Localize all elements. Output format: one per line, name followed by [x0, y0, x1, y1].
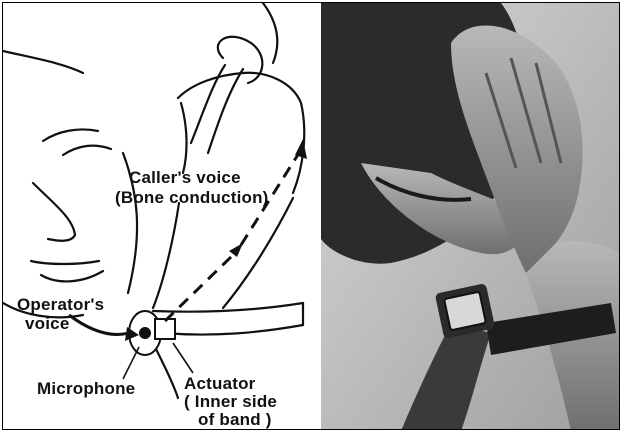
- brow: [43, 129, 98, 141]
- face-outline: [3, 51, 83, 73]
- head-top: [263, 3, 277, 63]
- label-actuator: Actuator: [184, 375, 256, 392]
- mouth-upper: [31, 261, 99, 264]
- person-photo: [321, 3, 620, 430]
- label-bone-conduction: (Bone conduction): [115, 189, 269, 206]
- hand-knuckles: [181, 103, 187, 173]
- label-operators: Operator's: [17, 296, 104, 313]
- hand-fingers-top: [178, 73, 301, 103]
- illustration-drawing: [3, 3, 321, 430]
- wristband-bottom: [163, 325, 303, 335]
- photo-panel: [321, 3, 620, 429]
- operators-voice-arrow: [69, 315, 129, 334]
- arm-upper: [153, 203, 179, 308]
- figure-frame: Caller's voice (Bone conduction) Operato…: [2, 2, 620, 430]
- label-inner-side: ( Inner side: [184, 393, 277, 410]
- label-of-band: of band ): [198, 411, 272, 428]
- label-callers-voice: Caller's voice: [129, 169, 241, 186]
- wristband-top: [153, 303, 303, 312]
- label-voice: voice: [25, 315, 69, 332]
- hand-finger2: [208, 69, 243, 153]
- mouth-lower: [41, 271, 103, 281]
- line-drawing-panel: Caller's voice (Bone conduction) Operato…: [3, 3, 321, 429]
- label-microphone: Microphone: [37, 380, 135, 397]
- nose: [33, 183, 75, 241]
- sleeve: [153, 343, 178, 398]
- eye: [63, 146, 111, 155]
